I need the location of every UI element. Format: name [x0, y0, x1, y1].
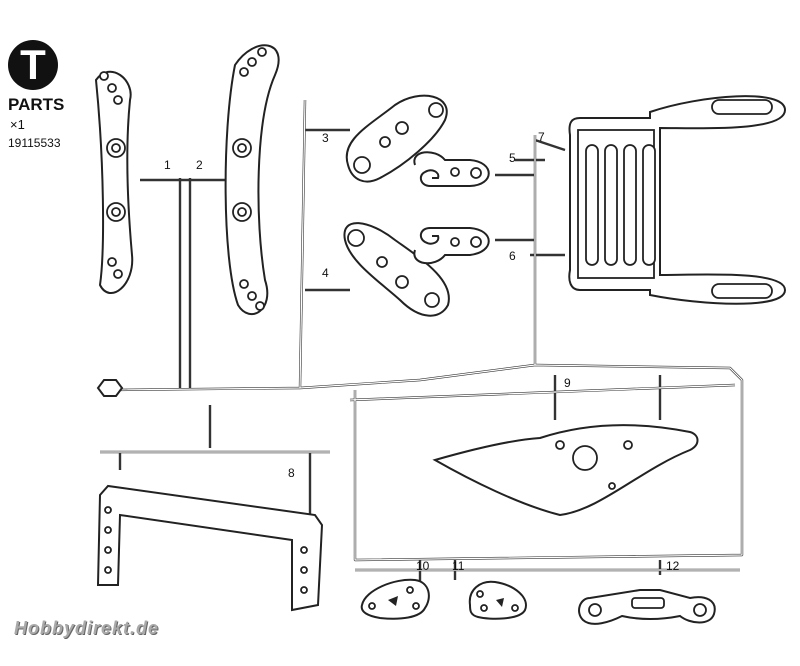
part-number-1: 1 — [164, 158, 171, 172]
part-number-2: 2 — [196, 158, 203, 172]
watermark-logo: Hobbydirekt.de — [14, 618, 160, 638]
part-1-plate — [94, 70, 134, 295]
part-3-arm — [345, 94, 448, 183]
part-7-bracket — [568, 95, 787, 305]
sprue-letter-badge: T — [8, 40, 58, 90]
part-9-blade — [432, 424, 699, 517]
part-number-5: 5 — [509, 151, 516, 165]
sprue-gate-hex — [96, 379, 124, 397]
part-number-12: 12 — [666, 559, 680, 573]
part-10-bracket — [360, 578, 430, 620]
part-2-plate — [224, 44, 280, 316]
part-5-hook — [413, 151, 490, 187]
part-number-4: 4 — [322, 266, 329, 280]
parts-title: PARTS — [8, 95, 65, 114]
part-6-hook — [413, 227, 490, 265]
part-number-10: 10 — [416, 559, 430, 573]
part-8-frame — [96, 484, 324, 612]
part-11-bracket — [468, 580, 527, 620]
parts-quantity: ×1 — [10, 117, 25, 132]
sprue-runners — [96, 99, 744, 590]
part-number-9: 9 — [564, 376, 571, 390]
part-number-8: 8 — [288, 466, 295, 480]
parts-code: 19115533 — [8, 136, 61, 150]
part-12-link — [578, 589, 716, 625]
part-number-11: 11 — [452, 559, 465, 573]
part-4-arm — [343, 222, 450, 317]
part-number-6: 6 — [509, 249, 516, 263]
part-number-3: 3 — [322, 131, 329, 145]
part-number-7: 7 — [538, 130, 545, 144]
